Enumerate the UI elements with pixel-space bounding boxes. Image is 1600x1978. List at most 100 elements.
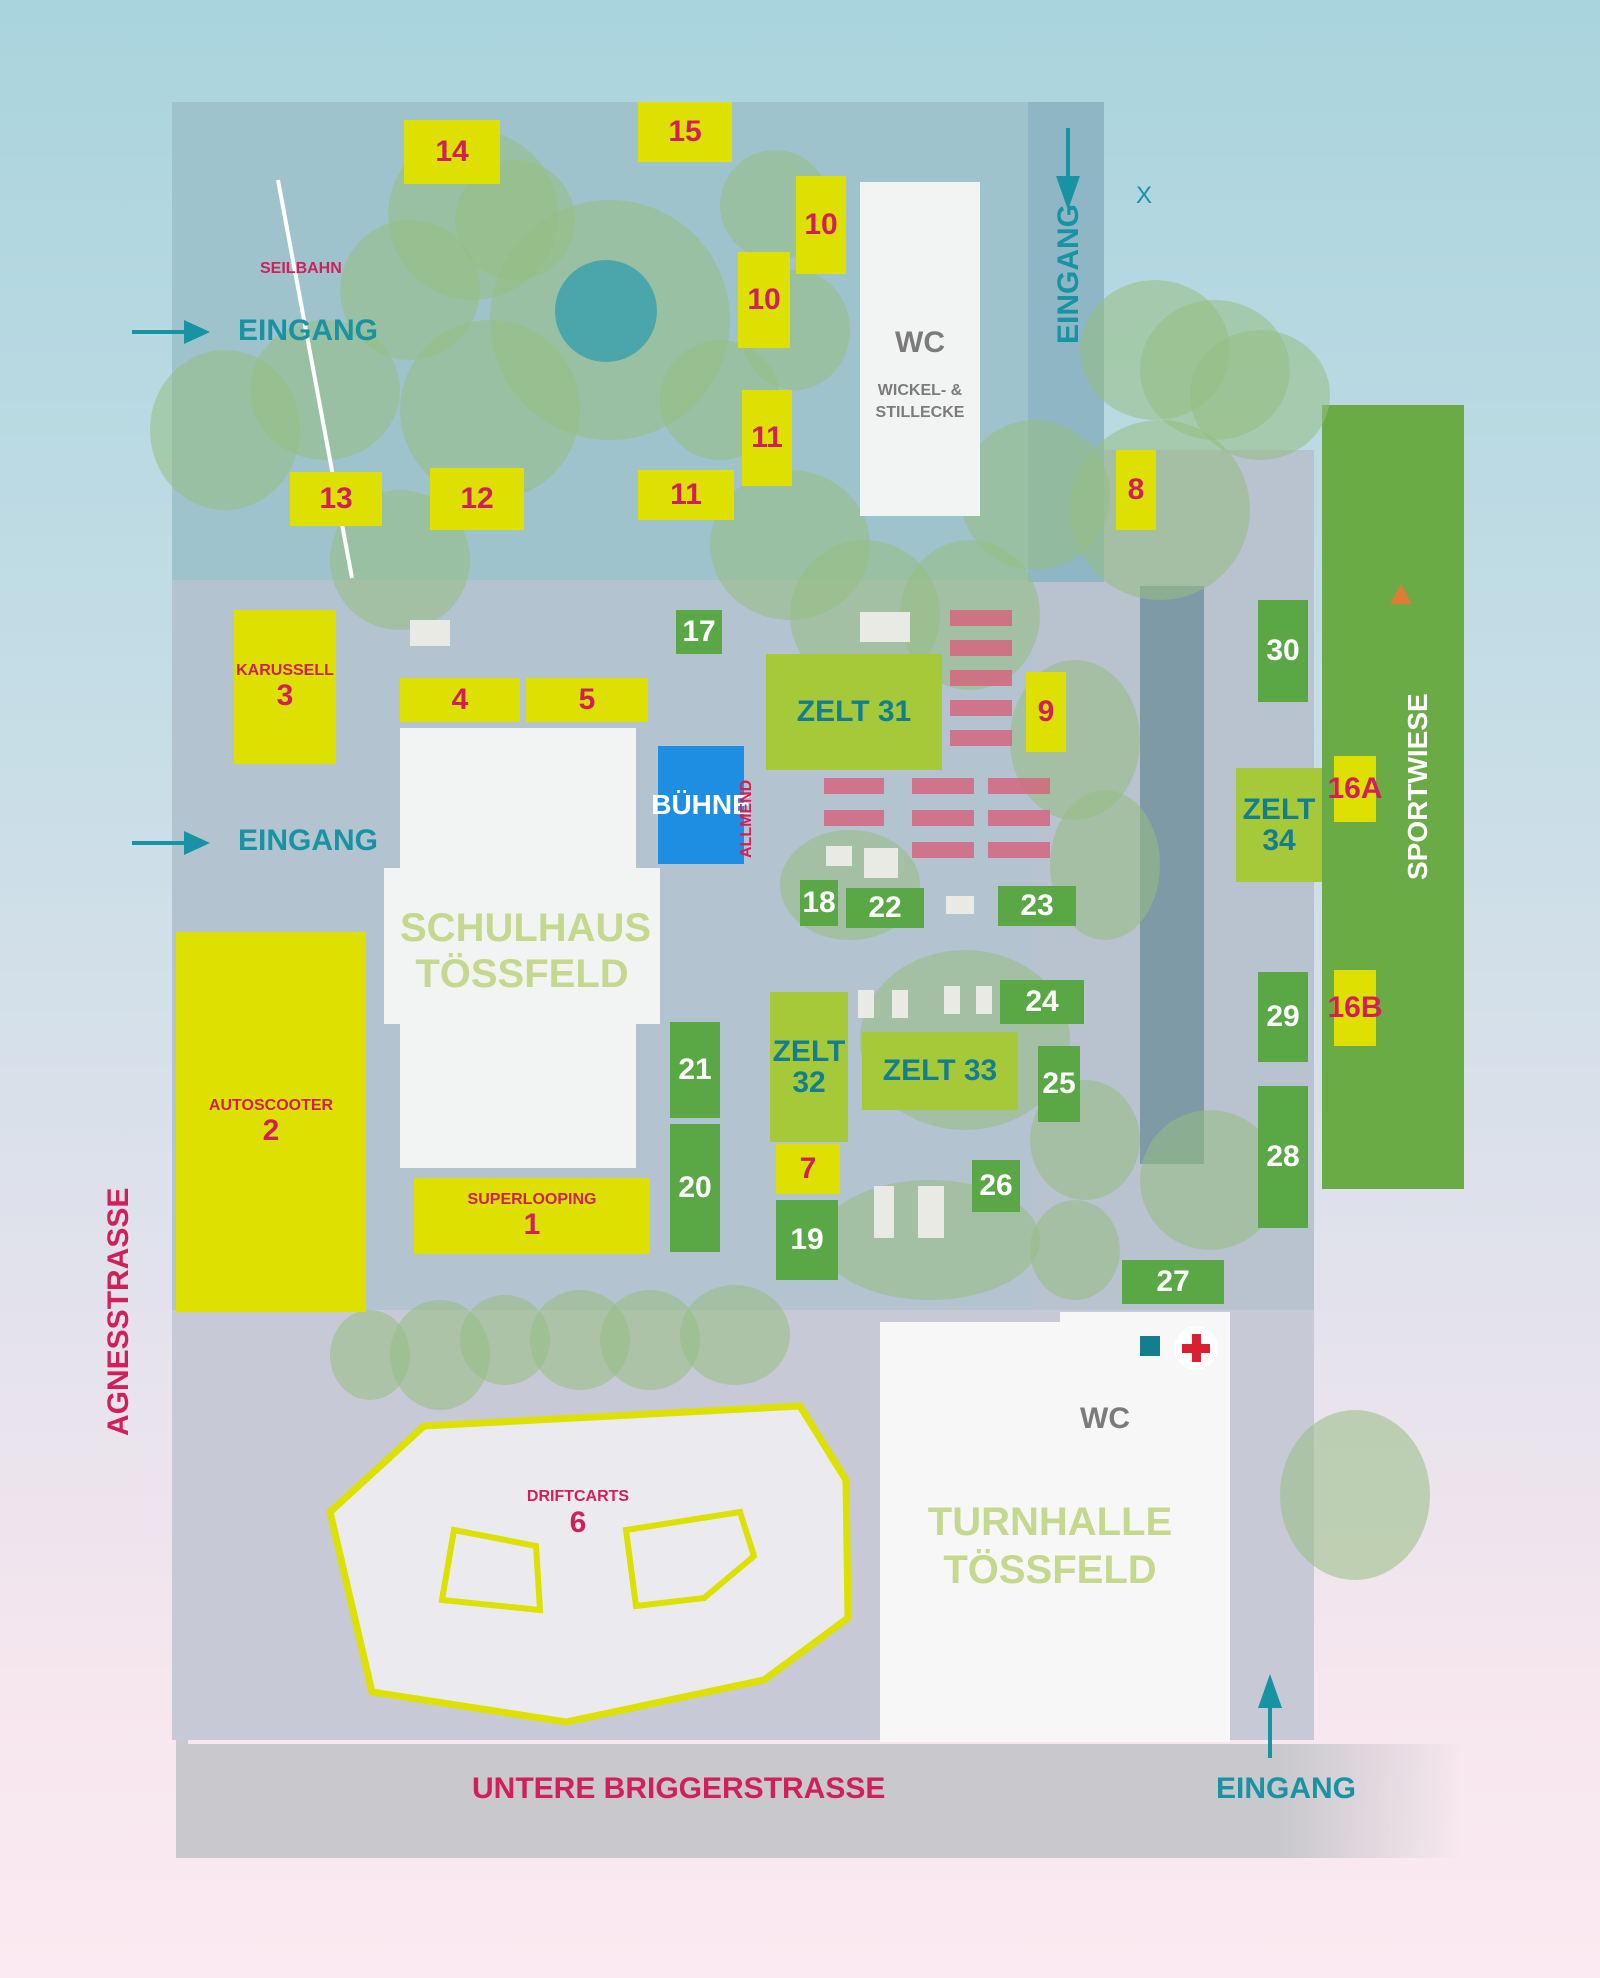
wc-south-label: WC — [1080, 1402, 1130, 1435]
bench — [950, 610, 1012, 626]
autoscooter-label: AUTOSCOOTER — [208, 1096, 334, 1114]
bench — [950, 640, 1012, 656]
zelt-34[interactable]: ZELT 34 — [1236, 768, 1322, 882]
furniture — [410, 620, 450, 646]
seilbahn-label: SEILBAHN — [260, 260, 342, 277]
driftcarts-ride[interactable]: DRIFTCARTS 6 — [518, 1488, 638, 1540]
turnhalle-annex — [1060, 1312, 1230, 1732]
booth-16b[interactable]: 16B — [1327, 970, 1383, 1046]
zelt-32-line1: ZELT — [772, 1034, 846, 1068]
tree — [1030, 1200, 1120, 1300]
booth-18[interactable]: 18 — [800, 880, 838, 926]
booth-26[interactable]: 26 — [972, 1160, 1020, 1212]
karussell-number: 3 — [276, 678, 294, 712]
zelt-31[interactable]: ZELT 31 — [766, 654, 942, 770]
booth-24[interactable]: 24 — [1000, 980, 1084, 1024]
playground-icon — [1390, 584, 1412, 604]
bench — [988, 842, 1050, 858]
bench — [912, 842, 974, 858]
info-point-icon — [1140, 1336, 1160, 1356]
booth-29[interactable]: 29 — [1258, 972, 1308, 1062]
arrow-head — [184, 320, 210, 344]
autoscooter-ride[interactable]: AUTOSCOOTER 2 — [176, 932, 366, 1312]
booth-15[interactable]: 15 — [638, 102, 732, 162]
zelt-34-line2: 34 — [1262, 824, 1296, 857]
driftcarts-number: 6 — [569, 1506, 587, 1539]
booth-4[interactable]: 4 — [400, 678, 520, 722]
tree — [1140, 1110, 1280, 1250]
booth-23[interactable]: 23 — [998, 886, 1076, 926]
booth-22[interactable]: 22 — [846, 888, 924, 928]
pond — [555, 260, 657, 362]
booth-9[interactable]: 9 — [1026, 672, 1066, 752]
furniture — [946, 896, 974, 914]
bench — [988, 810, 1050, 826]
bench — [988, 778, 1050, 794]
tree — [1070, 420, 1250, 600]
booth-30[interactable]: 30 — [1258, 600, 1308, 702]
booth-12[interactable]: 12 — [430, 468, 524, 530]
entrance-label-west-upper: EINGANG — [238, 314, 379, 347]
karussell-label: KARUSSELL — [236, 661, 334, 679]
arrow-head — [1056, 176, 1080, 210]
karussell-ride[interactable]: KARUSSELL 3 — [234, 610, 336, 764]
autoscooter-number: 2 — [262, 1113, 280, 1147]
booth-13[interactable]: 13 — [290, 472, 382, 526]
booth-17[interactable]: 17 — [676, 610, 722, 654]
street-label-untere-briggerstrasse: UNTERE BRIGGERSTRASSE — [472, 1772, 886, 1805]
marker-x: X — [1136, 182, 1153, 209]
buehne-stage[interactable]: BÜHNE — [651, 746, 751, 864]
tree — [1190, 330, 1330, 460]
allmend-label: ALLMEND — [738, 779, 755, 858]
bench — [912, 778, 974, 794]
entrance-arrow-south-east — [1268, 1704, 1272, 1758]
wickel-label-1: WICKEL- & — [877, 382, 963, 399]
booth-11-lower[interactable]: 11 — [638, 470, 734, 520]
booth-10-upper[interactable]: 10 — [796, 176, 846, 274]
cross-horizontal — [1182, 1344, 1210, 1353]
booth-19[interactable]: 19 — [776, 1200, 838, 1280]
booth-5[interactable]: 5 — [526, 678, 648, 722]
booth-27[interactable]: 27 — [1122, 1260, 1224, 1304]
booth-10-lower[interactable]: 10 — [738, 252, 790, 348]
wc-north-label: WC — [895, 326, 945, 359]
west-street-strip — [176, 1740, 188, 1858]
entrance-arrow-north — [1066, 128, 1070, 178]
tree — [680, 1285, 790, 1385]
tree — [1280, 1410, 1430, 1580]
street-label-agnesstrasse: AGNESSTRASSE — [102, 1187, 135, 1436]
sportwiese-label: SPORTWIESE — [1402, 693, 1433, 880]
arrow-head — [184, 831, 210, 855]
entrance-label-south-east: EINGANG — [1216, 1772, 1357, 1805]
booth-16a[interactable]: 16A — [1327, 756, 1383, 822]
furniture — [826, 846, 852, 866]
furniture — [918, 1186, 944, 1238]
furniture — [864, 848, 898, 878]
bench — [912, 810, 974, 826]
wc-north-building — [860, 182, 980, 516]
booth-8[interactable]: 8 — [1116, 450, 1156, 530]
bench — [824, 810, 884, 826]
entrance-label-west-middle: EINGANG — [238, 824, 379, 857]
zelt-32[interactable]: ZELT 32 — [770, 992, 848, 1142]
booth-14[interactable]: 14 — [404, 120, 500, 184]
superlooping-label: SUPERLOOPING — [467, 1190, 597, 1208]
booth-20[interactable]: 20 — [670, 1124, 720, 1252]
booth-28[interactable]: 28 — [1258, 1086, 1308, 1228]
zelt-34-line1: ZELT — [1242, 792, 1316, 826]
furniture — [892, 990, 908, 1018]
booth-21[interactable]: 21 — [670, 1022, 720, 1118]
entrance-arrow-west-upper — [132, 330, 188, 334]
arrow-head — [1258, 1674, 1282, 1708]
schulhaus-label-2: TÖSSFELD — [415, 952, 629, 996]
booth-25[interactable]: 25 — [1038, 1046, 1080, 1122]
booth-7[interactable]: 7 — [776, 1144, 840, 1194]
turnhalle-label-2: TÖSSFELD — [943, 1548, 1157, 1592]
bench — [950, 730, 1012, 746]
street-untere-briggerstrasse — [176, 1744, 1464, 1858]
booth-11-upper[interactable]: 11 — [742, 390, 792, 486]
zelt-33[interactable]: ZELT 33 — [862, 1032, 1018, 1110]
superlooping-ride[interactable]: SUPERLOOPING 1 — [414, 1178, 650, 1254]
